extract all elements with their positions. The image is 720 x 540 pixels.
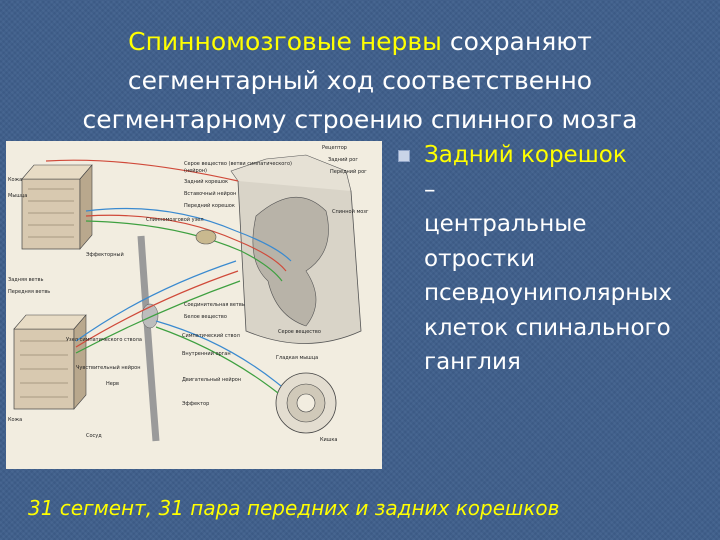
spinal-ganglion	[195, 229, 217, 245]
nerve-fibers	[45, 159, 292, 394]
bullet-first-line: Задний корешок –	[424, 138, 698, 207]
label-2: (нейрон)	[184, 167, 207, 174]
title-line-3: сегментарному строению спинного мозга	[82, 105, 638, 134]
spinal-cord	[230, 154, 362, 344]
label-1: Серое вещество (ветви симпатического)	[184, 161, 292, 167]
label-10: Кожа	[8, 177, 22, 183]
slide-title: Спинномозговые нервы сохраняют сегментар…	[40, 22, 680, 139]
label-19: Симпатический ствол	[182, 332, 240, 339]
label-25: Кожа	[8, 417, 22, 423]
bullet-line-3: отростки	[424, 245, 536, 272]
intestine	[275, 372, 337, 434]
footer-note: 31 сегмент, 31 пара передних и задних ко…	[28, 496, 560, 520]
label-26: Нерв	[106, 381, 119, 387]
bullet-square-icon	[398, 150, 410, 162]
bullet-highlight: Задний корешок	[424, 142, 627, 168]
label-3: Задний корешок	[184, 178, 228, 185]
label-21: Внутренний орган	[182, 350, 231, 357]
label-18: Серое вещество	[278, 329, 321, 335]
diagram-svg: Серое вещество (ветви симпатического) (н…	[8, 145, 369, 443]
label-29: Кишка	[320, 437, 337, 443]
title-line-1: Спинномозговые нервы сохраняют	[40, 22, 680, 61]
label-12: Эффекторный	[86, 251, 124, 258]
label-11: Мышца	[8, 193, 27, 199]
upper-tissue-block	[21, 164, 93, 250]
label-14: Задняя ветвь	[8, 277, 43, 283]
label-24: Двигательный нейрон	[182, 376, 241, 383]
title-line-1-rest: сохраняют	[441, 27, 592, 56]
label-4: Рецептор	[322, 145, 347, 151]
bullet-line-2: центральные	[424, 211, 587, 237]
label-17: Белое вещество	[184, 314, 227, 320]
label-9: Спинной мозг	[332, 208, 369, 215]
title-line-2: сегментарный ход соответственно	[127, 66, 593, 95]
bullet-line-4: псевдоуниполярных	[424, 280, 673, 306]
label-7: Вставочный нейрон	[184, 190, 236, 197]
bullet-text: Задний корешок – центральные отростки пс…	[424, 138, 698, 380]
label-16: Соединительная ветвь	[184, 302, 245, 308]
label-13: Спинномозговой узел	[146, 216, 204, 223]
bullet-line-5: клеток спинального	[424, 314, 671, 341]
sympathetic-trunk	[137, 235, 160, 442]
label-6: Передний рог	[330, 168, 367, 175]
bullet-list: Задний корешок – центральные отростки пс…	[398, 138, 698, 380]
label-20: Узел симпатического ствола	[66, 337, 142, 343]
spinal-nerve-diagram: Серое вещество (ветви симпатического) (н…	[6, 141, 382, 469]
label-15: Передняя ветвь	[8, 289, 50, 295]
bullet-first-rest: –	[424, 176, 436, 203]
label-5: Задний рог	[328, 156, 358, 163]
label-27: Эффектор	[182, 401, 209, 407]
title-highlight: Спинномозговые нервы	[128, 27, 442, 56]
lower-tissue-block	[13, 314, 87, 410]
bullet-line-6: ганглия	[424, 349, 521, 375]
label-28: Сосуд	[86, 433, 102, 439]
label-23: Чувствительный нейрон	[76, 364, 140, 371]
label-22: Гладкая мышца	[276, 355, 318, 361]
label-8: Передний корешок	[184, 202, 235, 209]
